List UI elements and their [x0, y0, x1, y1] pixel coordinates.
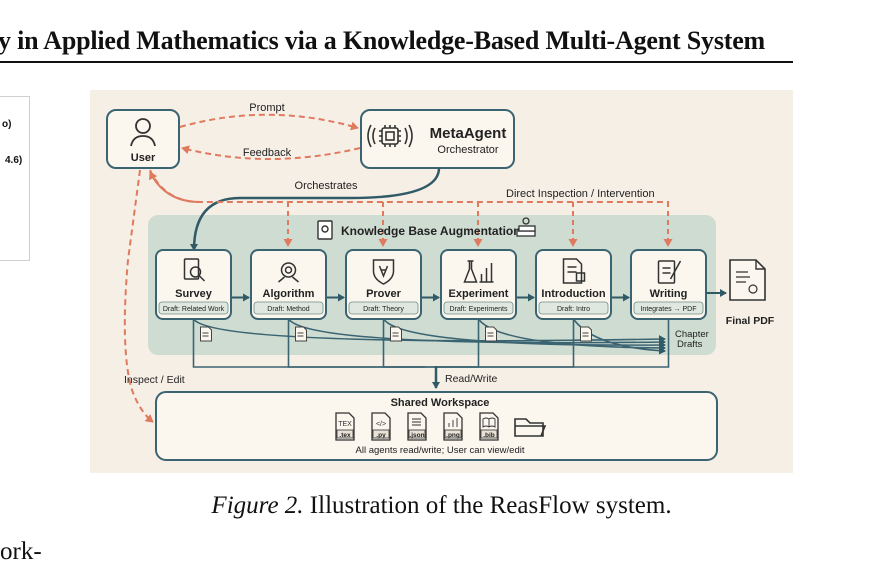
metaagent-subtitle: Orchestrator [437, 144, 498, 156]
file-icon-json[interactable]: .json [407, 412, 427, 441]
orchestrates-label: Orchestrates [295, 180, 358, 192]
file-glyph [448, 418, 458, 427]
draft-doc-icon [485, 326, 497, 342]
file-ext-tex: .tex [339, 432, 351, 439]
document-puzzle-icon [562, 258, 586, 284]
agent-name-introduction: Introduction [541, 288, 605, 300]
workspace-title: Shared Workspace [391, 397, 490, 409]
direct-inspection-drops [283, 202, 673, 247]
feedback-arrow [181, 145, 361, 160]
draft-doc-icon [580, 326, 592, 342]
svg-text:</>: </> [376, 421, 386, 428]
draft-badge [538, 301, 609, 315]
files-layer: .tex TEX .py </> .json .png .bib [335, 412, 499, 441]
chapter-drafts-label-1: Chapter [675, 329, 709, 340]
draft-badge [348, 301, 419, 315]
agent-name-algorithm: Algorithm [263, 288, 315, 300]
inspect-edit-arrow [123, 169, 154, 423]
side-table-fragment: o) 4.6) [0, 96, 30, 261]
file-ext-py: .py [376, 432, 386, 439]
file-icon-bib[interactable]: .bib [479, 412, 499, 441]
file-ext-json: .json [409, 432, 424, 439]
chip-icon [367, 124, 413, 148]
flask-chart-icon [463, 260, 494, 283]
agent-draft-algorithm: Draft: Method [267, 306, 310, 313]
shield-forall-icon [372, 259, 395, 285]
final-pdf-label: Final PDF [726, 315, 775, 327]
agent-draft-prover: Draft: Theory [363, 306, 404, 313]
draft-doc-icon [295, 326, 307, 342]
file-ext-bib: .bib [483, 432, 495, 439]
file-glyph: </> [376, 421, 386, 428]
chapter-drafts-label-2: Drafts [677, 339, 703, 350]
workspace-note: All agents read/write; User can view/edi… [356, 445, 525, 456]
agent-name-writing: Writing [650, 288, 688, 300]
user-label: User [131, 152, 156, 164]
agent-name-survey: Survey [175, 288, 213, 300]
agent-draft-survey: Draft: Related Work [163, 306, 225, 313]
file-icon-py[interactable]: .py </> [371, 412, 391, 441]
knowledge-base-title: Knowledge Base Augmentation [341, 224, 521, 238]
body-text-fragment: ork- [0, 538, 42, 565]
pen-paper-icon [657, 260, 682, 284]
direct-inspection-arrow-in [149, 171, 201, 203]
user-node[interactable]: User [106, 109, 180, 169]
user-icon [130, 118, 156, 147]
inspect-edit-label: Inspect / Edit [124, 374, 185, 386]
metaagent-node[interactable]: MetaAgent Orchestrator [360, 109, 515, 169]
file-icon-png[interactable]: .png [443, 412, 463, 441]
system-figure: User MetaAgent Orchestrator Prompt Feedb… [90, 90, 793, 473]
page-header-title: y in Applied Mathematics via a Knowledge… [0, 26, 765, 55]
metaagent-title: MetaAgent [430, 125, 507, 142]
file-glyph: TEX [338, 421, 352, 428]
agent-name-experiment: Experiment [449, 288, 509, 300]
side-fragment-line2: 4.6) [5, 155, 23, 166]
figure-caption: Figure 2. Illustration of the ReasFlow s… [0, 492, 883, 520]
gear-network-icon [278, 262, 299, 283]
knowledge-base-header: Knowledge Base Augmentation [317, 217, 536, 240]
direct-inspection-label: Direct Inspection / Intervention [506, 188, 655, 200]
books-icon [516, 217, 536, 237]
svg-text:TEX: TEX [338, 421, 352, 428]
caption-text: Illustration of the ReasFlow system. [303, 492, 672, 519]
agent-name-prover: Prover [366, 288, 402, 300]
folder-icon[interactable] [514, 418, 547, 437]
draft-badge [633, 301, 704, 315]
readwrite-label: Read/Write [445, 373, 497, 385]
book-icon [317, 220, 333, 240]
feedback-label: Feedback [243, 147, 292, 159]
agent-draft-experiment: Draft: Experiments [450, 306, 508, 313]
certificate-icon [736, 271, 758, 294]
draft-badge [253, 301, 324, 315]
prompt-label: Prompt [249, 102, 284, 114]
side-fragment-line1: o) [2, 119, 12, 130]
orchestrates-arrow [190, 167, 441, 251]
file-glyph [412, 418, 421, 426]
shared-workspace[interactable]: Shared Workspace .tex TEX .py </> .json .png.… [155, 391, 718, 461]
caption-label: Figure 2. [211, 492, 304, 519]
magnifier-document-icon [183, 258, 206, 282]
final-pdf-node[interactable]: Final PDF [726, 259, 775, 327]
draft-doc-icon [200, 326, 212, 342]
file-icon-tex[interactable]: .tex TEX [335, 412, 355, 441]
header-rule [0, 61, 793, 63]
agent-draft-introduction: Draft: Intro [557, 306, 590, 313]
prompt-arrow [179, 113, 359, 131]
draft-doc-icon [390, 326, 402, 342]
file-ext-png: .png [446, 432, 460, 439]
file-glyph [482, 417, 496, 428]
draft-badge [443, 301, 514, 315]
agent-draft-writing: Integrates → PDF [640, 306, 696, 313]
draft-badge [158, 301, 229, 315]
